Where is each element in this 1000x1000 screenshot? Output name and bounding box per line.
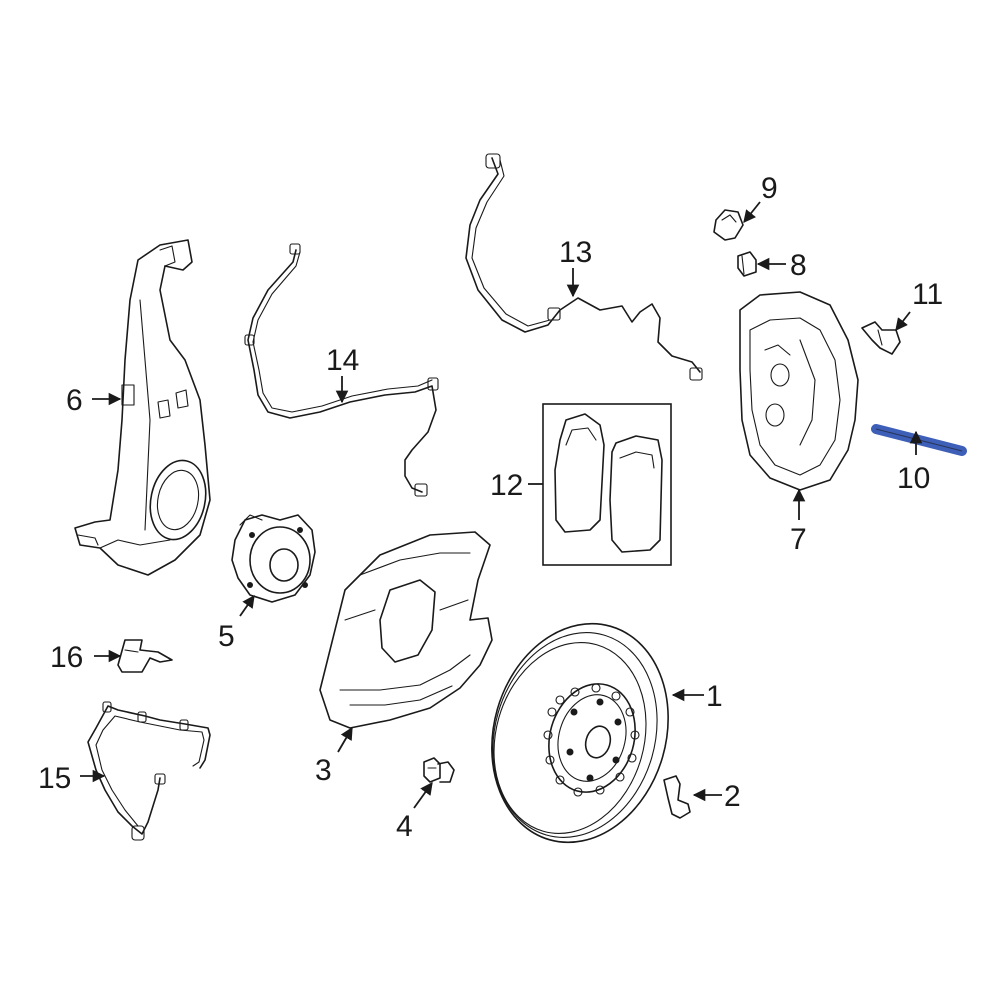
callout-7[interactable]: 7 bbox=[790, 523, 807, 556]
brake-pad-set[interactable] bbox=[542, 403, 672, 566]
bleeder-screw[interactable] bbox=[737, 251, 757, 277]
callout-labels: 1 2 3 4 5 6 7 8 9 10 11 12 13 14 15 16 bbox=[38, 172, 943, 843]
callout-1[interactable]: 1 bbox=[706, 680, 723, 713]
callout-3[interactable]: 3 bbox=[315, 754, 332, 787]
callout-2[interactable]: 2 bbox=[724, 780, 741, 813]
callout-11[interactable]: 11 bbox=[912, 278, 943, 311]
dust-shield[interactable] bbox=[319, 531, 493, 729]
callout-12[interactable]: 12 bbox=[490, 469, 523, 502]
callout-15[interactable]: 15 bbox=[38, 762, 71, 795]
leader-lines bbox=[80, 201, 923, 809]
callout-14[interactable]: 14 bbox=[326, 344, 359, 377]
callout-8[interactable]: 8 bbox=[790, 249, 807, 282]
steering-knuckle[interactable] bbox=[74, 239, 213, 576]
wear-sensor-harness[interactable] bbox=[87, 701, 211, 841]
callout-4[interactable]: 4 bbox=[396, 810, 413, 843]
wheel-hub[interactable] bbox=[231, 514, 316, 603]
bracket-16[interactable] bbox=[117, 639, 173, 673]
retaining-clip[interactable] bbox=[861, 321, 901, 355]
callout-13[interactable]: 13 bbox=[559, 236, 592, 269]
hub-bolt[interactable] bbox=[423, 757, 455, 783]
guide-pin-highlighted[interactable] bbox=[871, 424, 967, 456]
brake-line[interactable] bbox=[465, 153, 703, 381]
callout-6[interactable]: 6 bbox=[66, 384, 83, 417]
rotor-screw[interactable] bbox=[663, 775, 691, 819]
callout-5[interactable]: 5 bbox=[218, 620, 235, 653]
callout-10[interactable]: 10 bbox=[897, 462, 930, 495]
callout-9[interactable]: 9 bbox=[761, 172, 778, 205]
brake-caliper[interactable] bbox=[739, 291, 859, 491]
bleeder-cap[interactable] bbox=[713, 209, 744, 241]
callout-16[interactable]: 16 bbox=[50, 641, 83, 674]
brake-rotor[interactable] bbox=[467, 603, 694, 864]
abs-sensor-wire[interactable] bbox=[244, 243, 439, 497]
